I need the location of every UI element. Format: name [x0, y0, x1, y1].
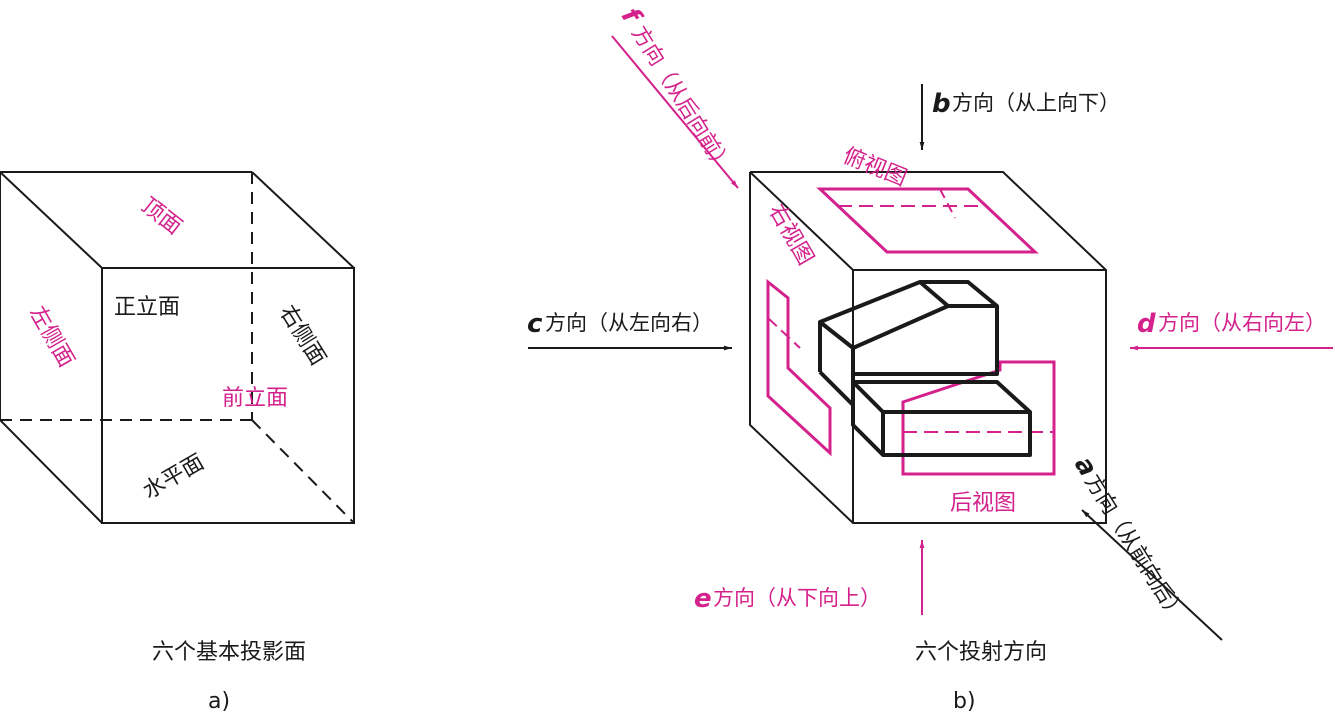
projected-views [766, 187, 1056, 476]
face-label-top: 顶面 [136, 193, 186, 240]
cube-a-edge [251, 171, 355, 269]
panel-a-cube [0, 171, 355, 524]
object-edge [818, 370, 855, 407]
cube-a-front-face [101, 267, 355, 524]
right-view-outline [766, 278, 832, 457]
right-view-hidden-line [767, 317, 801, 349]
face-label-right: 右侧面 [274, 301, 330, 370]
cube-a-edge [0, 171, 103, 269]
cube-a-edge [0, 419, 103, 524]
panel-label-a: a) [208, 689, 230, 714]
face-label-front: 正立面 [114, 295, 180, 320]
top-view-hidden-line [939, 188, 956, 219]
direction-text-f: 方向（从后向前） [627, 22, 736, 177]
direction-label-f: f 方向（从后向前） [615, 3, 737, 177]
view-label-back: 后视图 [950, 491, 1016, 516]
face-label-back: 前立面 [222, 386, 288, 411]
object-upper-block [818, 280, 999, 376]
cube-b-edge [749, 171, 854, 271]
object-edge [852, 304, 949, 350]
object-edge [918, 280, 950, 308]
face-label-left: 左侧面 [24, 302, 79, 372]
caption-a: 六个基本投影面 [152, 640, 306, 665]
object-lower-block [851, 380, 1032, 457]
direction-label-a: a 方向（从前向后） [1068, 451, 1190, 625]
direction-text-c: 方向（从左向右） [545, 311, 713, 335]
back-view-outline [901, 360, 1056, 476]
direction-letter-e: e [694, 584, 712, 614]
cube-a-hidden-edge [251, 419, 355, 524]
caption-b: 六个投射方向 [915, 640, 1047, 665]
direction-letter-d: d [1137, 309, 1156, 339]
direction-text-d: 方向（从右向左） [1158, 311, 1326, 335]
direction-text-b: 方向（从上向下） [952, 91, 1120, 115]
top-view-outline [816, 187, 1039, 254]
direction-letter-c: c [527, 309, 543, 339]
face-label-bottom: 水平面 [139, 450, 209, 505]
view-label-top: 俯视图 [840, 144, 911, 192]
direction-text-a: 方向（从前向后） [1080, 470, 1189, 625]
direction-text-e: 方向（从下向上） [713, 586, 881, 610]
solid-object [818, 280, 1032, 457]
arrow-f [611, 35, 739, 189]
panel-label-b: b) [953, 689, 976, 714]
object-edge [851, 380, 885, 414]
cube-b-outline [749, 171, 1107, 524]
arrow-a [1081, 509, 1223, 641]
view-label-right: 右视图 [763, 200, 818, 270]
direction-letter-b: b [932, 89, 951, 119]
